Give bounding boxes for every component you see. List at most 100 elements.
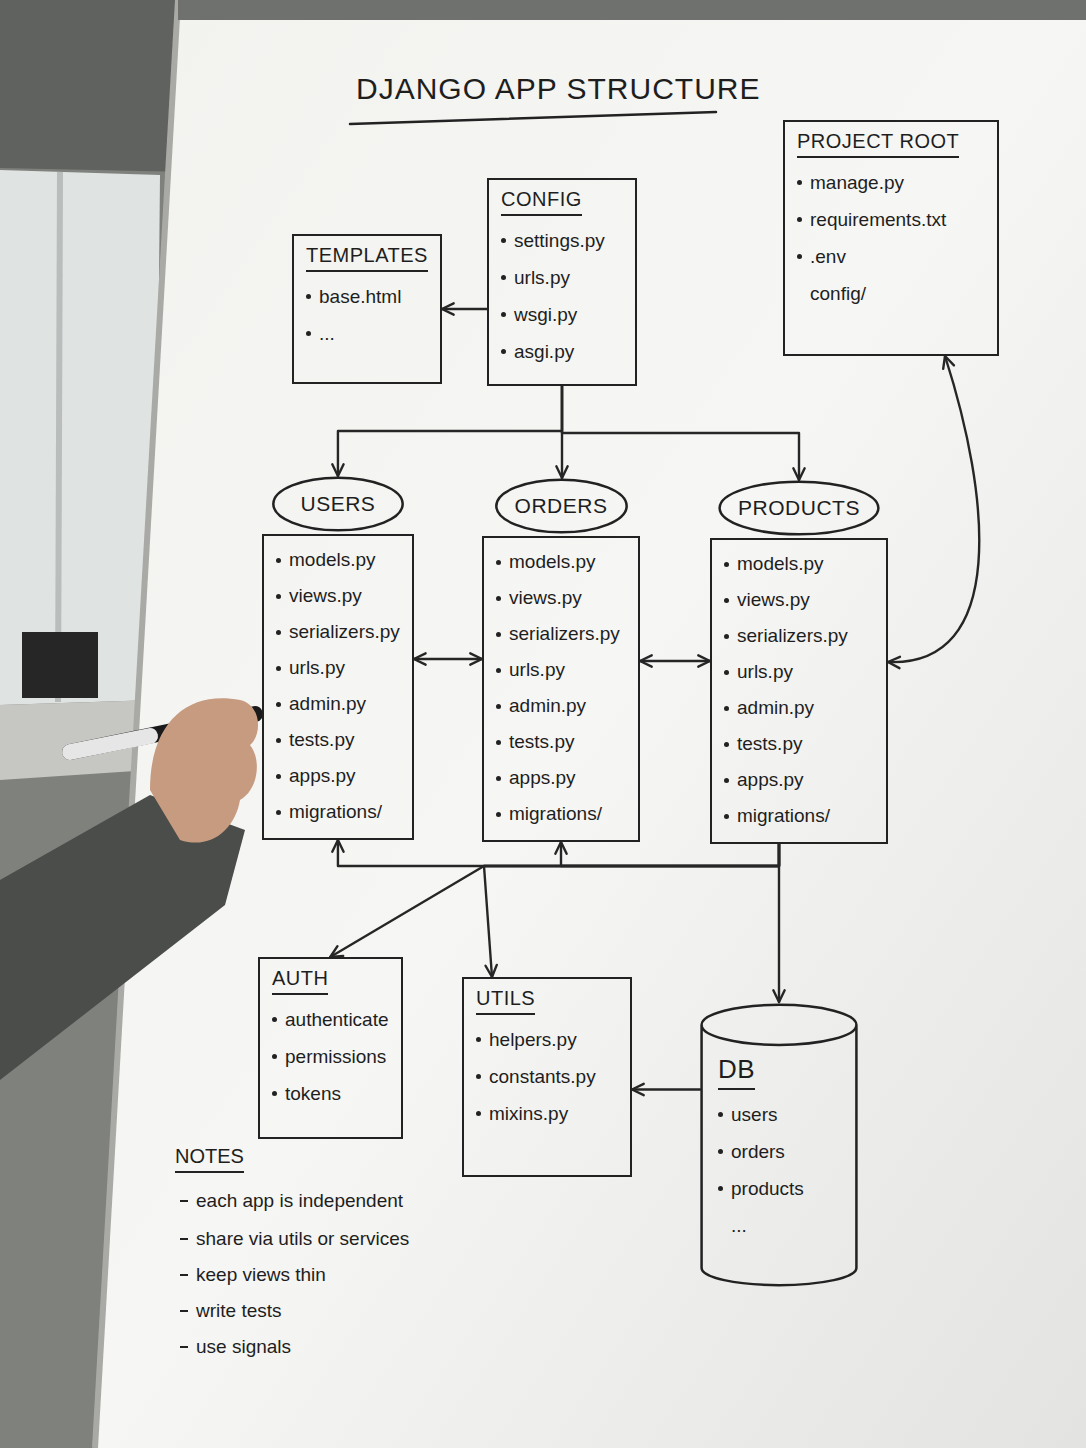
- list-item: urls.py: [724, 654, 874, 690]
- bullet-dot: [496, 704, 501, 709]
- notes-title: NOTES: [175, 1145, 244, 1173]
- box-heading: DB: [718, 1054, 755, 1090]
- box-heading: AUTH: [272, 967, 328, 995]
- list-item: admin.py: [724, 690, 874, 726]
- hand: [150, 698, 258, 842]
- module-name: ORDERS: [515, 494, 608, 517]
- arrow-head: [632, 1084, 644, 1095]
- arrow-head: [793, 468, 804, 480]
- bullet-dot: [724, 814, 729, 819]
- arrow-head: [555, 842, 566, 854]
- item-text: manage.py: [810, 164, 904, 201]
- arrow-head: [332, 840, 343, 852]
- database-cylinder: DBusersordersproducts...: [700, 1002, 858, 1288]
- list-item: constants.py: [476, 1058, 618, 1095]
- item-text: authenticate: [285, 1001, 389, 1038]
- board-top-rail: [178, 0, 1086, 20]
- item-text: apps.py: [509, 760, 576, 796]
- list-item: urls.py: [501, 259, 623, 296]
- list-item: serializers.py: [724, 618, 874, 654]
- list-item: products: [718, 1170, 840, 1207]
- item-text: ...: [319, 315, 335, 352]
- item-text: serializers.py: [737, 618, 848, 654]
- note-line: share via utils or services: [180, 1228, 409, 1250]
- arrow-head: [442, 303, 454, 314]
- marker-label: [70, 736, 150, 752]
- bullet-dot: [724, 634, 729, 639]
- ceiling-shadow: [0, 0, 190, 172]
- item-text: tokens: [285, 1075, 341, 1112]
- box-heading: CONFIG: [501, 188, 582, 216]
- file-box: CONFIGsettings.pyurls.pywsgi.pyasgi.py: [487, 178, 637, 386]
- app-module: ORDERS models.pyviews.pyserializers.pyurl…: [482, 478, 640, 842]
- bullet-dot: [272, 1091, 277, 1096]
- connector-line: [484, 844, 779, 977]
- item-text: views.py: [509, 580, 582, 616]
- box-heading: TEMPLATES: [306, 244, 428, 272]
- item-text: users: [731, 1096, 777, 1133]
- connector-line: [640, 660, 710, 662]
- connector-line: [778, 844, 780, 1002]
- note-line: use signals: [180, 1336, 291, 1358]
- list-item: serializers.py: [496, 616, 626, 652]
- arrow-head: [470, 653, 482, 664]
- item-text: urls.py: [289, 650, 345, 686]
- monitor: [22, 632, 98, 698]
- item-text: admin.py: [737, 690, 814, 726]
- list-item: views.py: [724, 582, 874, 618]
- list-item: base.html: [306, 278, 428, 315]
- item-text: serializers.py: [289, 614, 400, 650]
- arrow-head: [773, 990, 784, 1002]
- connector: [562, 386, 805, 480]
- connector-line: [414, 658, 482, 660]
- bullet-dot: [496, 776, 501, 781]
- bullet-dot: [724, 742, 729, 747]
- item-text: config/: [810, 275, 866, 312]
- ellipse-shape: [273, 478, 402, 531]
- bullet-dot: [306, 294, 311, 299]
- list-item: admin.py: [276, 686, 400, 722]
- box-heading: PROJECT ROOT: [797, 130, 959, 158]
- connector-line: [561, 842, 779, 866]
- item-text: tests.py: [289, 722, 354, 758]
- bullet-dot: [496, 596, 501, 601]
- connector: [632, 1084, 700, 1095]
- item-text: products: [731, 1170, 804, 1207]
- arrow-head: [888, 657, 900, 668]
- connector: [888, 356, 979, 668]
- list-item: orders: [718, 1133, 840, 1170]
- list-item: requirements.txt: [797, 201, 985, 238]
- bullet-dot: [501, 238, 506, 243]
- bullet-dot: [724, 562, 729, 567]
- item-text: permissions: [285, 1038, 386, 1075]
- item-text: constants.py: [489, 1058, 596, 1095]
- bullet-dot: [724, 778, 729, 783]
- bullet-dot: [724, 670, 729, 675]
- cylinder-path: [702, 1005, 857, 1285]
- note-text: write tests: [196, 1300, 282, 1322]
- module-ellipse: ORDERS: [495, 478, 628, 534]
- box-heading: UTILS: [476, 987, 535, 1015]
- item-text: admin.py: [289, 686, 366, 722]
- item-text: tests.py: [509, 724, 574, 760]
- list-item: permissions: [272, 1038, 389, 1075]
- bullet-dot: [476, 1037, 481, 1042]
- list-item: wsgi.py: [501, 296, 623, 333]
- arrow-head: [486, 965, 497, 977]
- bullet-dot: [276, 774, 281, 779]
- connector: [773, 844, 784, 1002]
- ellipse-shape: [720, 482, 879, 535]
- note-text: keep views thin: [196, 1264, 326, 1286]
- item-text: migrations/: [289, 794, 382, 830]
- arrow-head: [640, 655, 652, 666]
- window-frame: [58, 172, 60, 702]
- bullet-spacer: [718, 1223, 723, 1228]
- bullet-dot: [496, 740, 501, 745]
- bullet-dot: [476, 1074, 481, 1079]
- bullet-dot: [496, 812, 501, 817]
- list-item: config/: [797, 275, 985, 312]
- connector-line: [888, 356, 979, 662]
- module-file-list: models.pyviews.pyserializers.pyurls.pyad…: [482, 536, 640, 842]
- connector: [484, 844, 779, 977]
